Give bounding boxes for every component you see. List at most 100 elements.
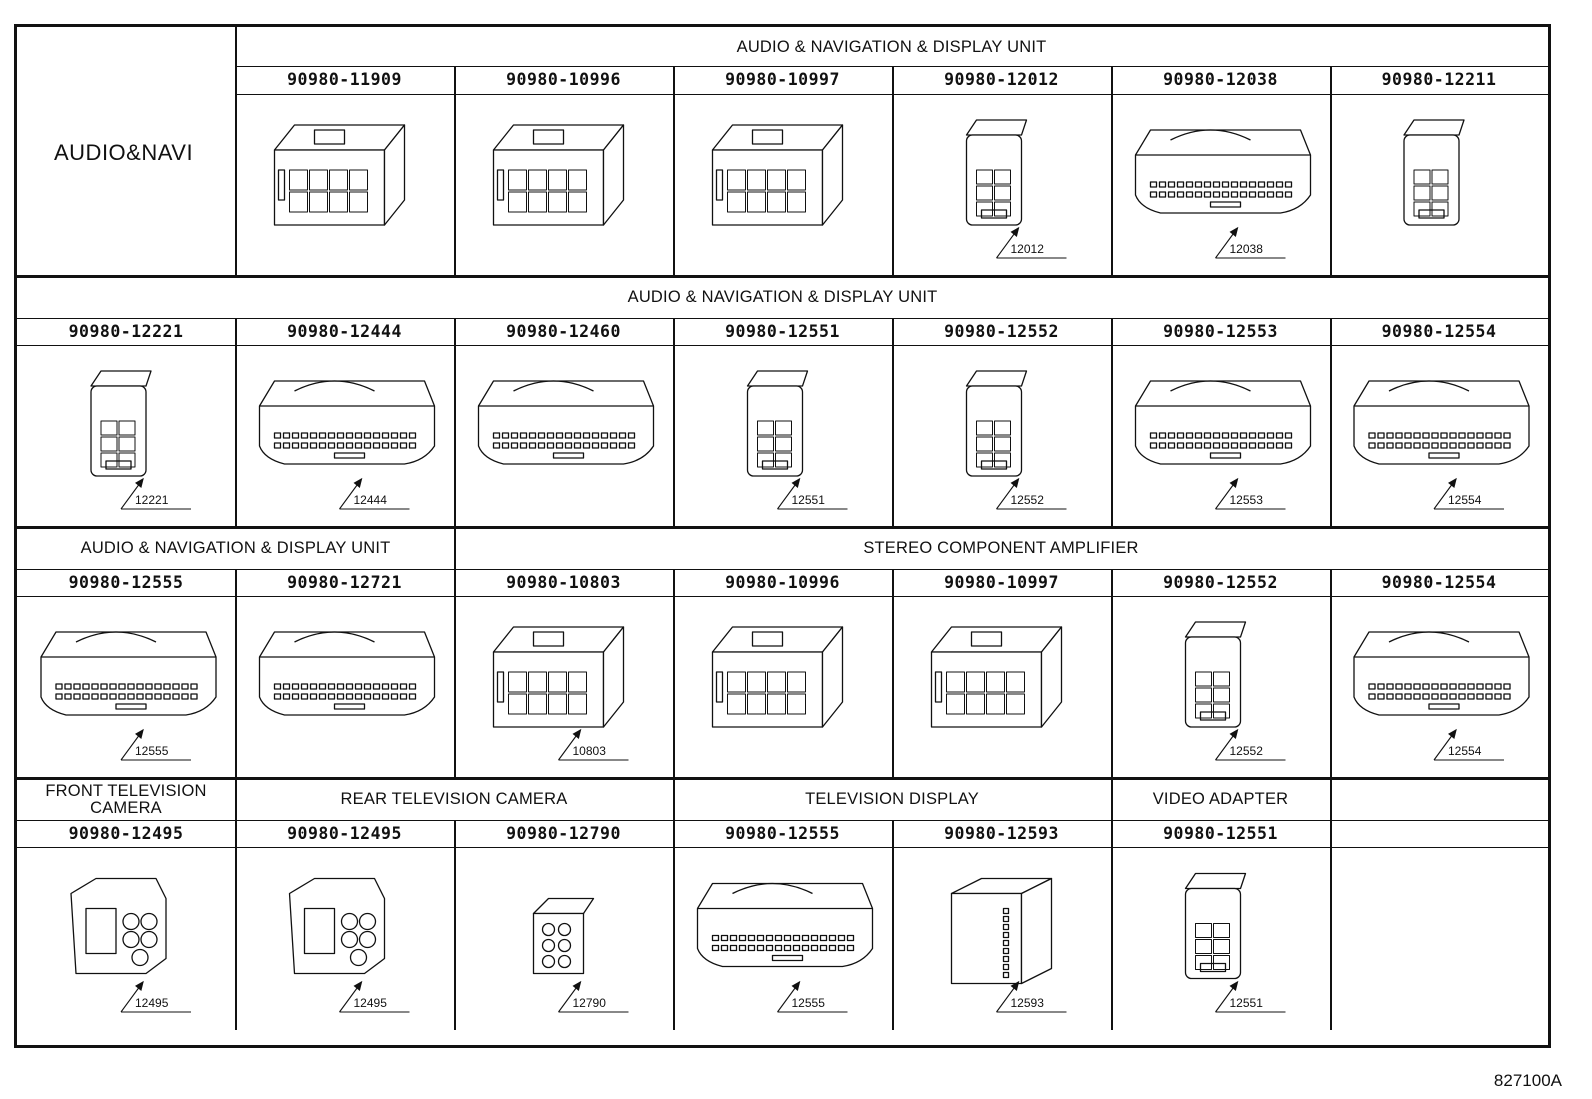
part-number: 90980-12495	[287, 824, 402, 843]
callout-label: 12551	[791, 493, 825, 507]
part-number: 90980-12552	[944, 322, 1059, 341]
part-number: 90980-10996	[725, 573, 840, 592]
connector-drawing	[1184, 621, 1286, 761]
connector-10803-icon: 10803	[454, 596, 673, 778]
part-number: 90980-12553	[1163, 322, 1278, 341]
column-divider	[1330, 778, 1332, 1030]
column-divider	[235, 778, 237, 1030]
caption-divider	[17, 569, 1548, 571]
connector-10996-icon	[673, 596, 892, 778]
callout-label: 12444	[353, 493, 387, 507]
connector-12552-icon: 12552	[1111, 596, 1330, 778]
callout-label: 12551	[1229, 996, 1263, 1010]
row-divider	[17, 777, 1548, 780]
part-number: 90980-12554	[1381, 322, 1497, 341]
part-number-divider	[17, 847, 1548, 849]
callout-label: 12038	[1229, 242, 1263, 256]
part-number: 90980-10996	[506, 70, 621, 89]
connector-drawing	[965, 370, 1067, 510]
connector-drawing	[532, 897, 629, 1013]
part-number: 90980-10997	[725, 70, 840, 89]
column-divider	[454, 820, 456, 1030]
connector-10997-icon	[892, 596, 1111, 778]
group-caption: FRONT TELEVISION CAMERA	[45, 782, 207, 817]
column-divider	[673, 66, 675, 276]
connector-drawing	[258, 380, 436, 510]
part-number: 90980-10803	[506, 573, 621, 592]
connector-drawing	[711, 626, 844, 728]
connector-drawing	[90, 370, 191, 510]
part-number: 90980-12721	[287, 573, 402, 592]
callout-label: 12553	[1229, 493, 1263, 507]
column-divider	[1111, 778, 1113, 1030]
part-number: 90980-12552	[1163, 573, 1278, 592]
caption-divider	[235, 66, 1548, 68]
column-divider	[454, 527, 456, 778]
column-divider	[673, 318, 675, 527]
callout-label: 12790	[572, 996, 606, 1010]
callout-label: 12555	[791, 996, 825, 1010]
connector-12554-icon: 12554	[1330, 596, 1548, 778]
column-divider	[454, 66, 456, 276]
connector-drawing	[1134, 380, 1312, 510]
connector-12790-icon: 12790	[454, 847, 673, 1030]
connector-drawing	[965, 119, 1067, 259]
connector-drawing	[930, 626, 1063, 728]
part-number: 90980-12554	[1381, 573, 1497, 592]
part-number: 90980-12211	[1381, 70, 1497, 89]
callout-label: 12554	[1448, 493, 1482, 507]
column-divider	[235, 26, 237, 276]
connector-drawing	[288, 877, 410, 1013]
connector-12495-icon: 12495	[235, 847, 454, 1030]
part-number-divider	[17, 345, 1548, 347]
connector-12038-icon: 12038	[1111, 94, 1330, 276]
callout-label: 12552	[1010, 493, 1044, 507]
connector-12551-icon: 12551	[673, 345, 892, 527]
group-caption: STEREO COMPONENT AMPLIFIER	[863, 539, 1139, 557]
connector-12552-icon: 12552	[892, 345, 1111, 527]
connector-drawing	[40, 631, 217, 761]
connector-12553-icon: 12553	[1111, 345, 1330, 527]
column-divider	[1330, 569, 1332, 778]
group-caption: AUDIO & NAVIGATION & DISPLAY UNIT	[736, 38, 1047, 56]
column-divider	[673, 778, 675, 1030]
connector-12221-icon: 12221	[17, 345, 235, 527]
column-divider	[892, 820, 894, 1030]
part-number: 90980-12444	[287, 322, 402, 341]
callout-label: 12593	[1010, 996, 1044, 1010]
callout-label: 12495	[135, 996, 169, 1010]
caption-divider	[17, 820, 1548, 822]
connector-12444-icon: 12444	[235, 345, 454, 527]
caption-divider	[17, 318, 1548, 320]
connector-12460-icon	[454, 345, 673, 527]
connector-drawing	[70, 877, 191, 1013]
column-divider	[892, 66, 894, 276]
group-caption: VIDEO ADAPTER	[1152, 790, 1289, 808]
part-number: 90980-12551	[1163, 824, 1278, 843]
group-caption: REAR TELEVISION CAMERA	[340, 790, 568, 808]
part-number-divider	[235, 94, 1548, 96]
column-divider	[1330, 66, 1332, 276]
part-number: 90980-12460	[506, 322, 621, 341]
callout-label: 12221	[135, 493, 169, 507]
column-divider	[1111, 66, 1113, 276]
group-caption: TELEVISION DISPLAY	[805, 790, 979, 808]
column-divider	[1111, 318, 1113, 527]
part-number: 90980-12555	[725, 824, 840, 843]
group-caption: AUDIO & NAVIGATION & DISPLAY UNIT	[627, 288, 938, 306]
column-divider	[235, 569, 237, 778]
column-divider	[892, 569, 894, 778]
connector-drawing	[273, 124, 406, 226]
connector-drawing	[1184, 872, 1286, 1013]
connector-drawing	[492, 626, 629, 761]
figure-id: 827100A	[1493, 1071, 1562, 1090]
connector-drawing	[950, 877, 1067, 1013]
connector-drawing	[696, 882, 874, 1013]
column-divider	[1111, 569, 1113, 778]
callout-label: 10803	[572, 744, 606, 758]
side-label: AUDIO&NAVI	[54, 140, 194, 165]
connector-drawing	[1353, 631, 1530, 761]
connector-table	[14, 24, 1551, 1048]
part-number: 90980-12593	[944, 824, 1059, 843]
part-number: 90980-12555	[68, 573, 184, 592]
